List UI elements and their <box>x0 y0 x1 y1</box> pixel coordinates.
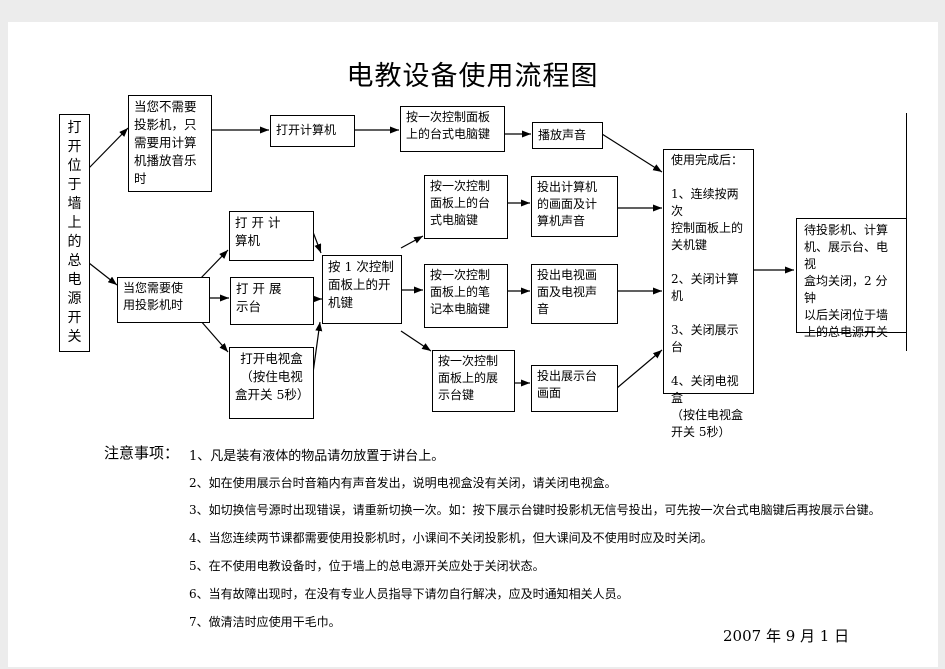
open-tvbox-box: 打开电视盒 （按住电视 盒开关 5秒） <box>229 347 314 419</box>
start-power-switch-box: 打 开 位 于 墙 上 的 总 电 源 开 关 <box>59 114 90 352</box>
arrow-sound-to-after-use <box>601 133 663 173</box>
play-sound-box: 播放声音 <box>532 122 603 149</box>
arrow-need-to-computer <box>198 249 229 281</box>
arrow-start-to-need-projector <box>88 262 118 286</box>
note-item: 3、如切换信号源时出现错误，请重新切换一次。如：按下展示台键时投影机无信号投出，… <box>189 503 881 517</box>
note-item: 7、做清洁时应使用干毛巾。 <box>189 615 341 629</box>
note-item: 6、当有故障出现时，在没有专业人员指导下请勿自行解决，应及时通知相关人员。 <box>189 587 629 601</box>
note-item: 2、如在使用展示台时音箱内有声音发出，说明电视盒没有关闭，请关闭电视盒。 <box>189 476 617 490</box>
notes-label: 注意事项： <box>104 444 180 462</box>
document-date: 2007 年 9 月 1 日 <box>723 627 850 645</box>
arrow-output-booth-to-after <box>616 349 663 389</box>
arrow-power-to-desktop <box>400 235 424 249</box>
output-tv-box: 投出电视画 面及电视声 音 <box>531 264 618 324</box>
need-projector-box: 当您需要使 用投影机时 <box>117 277 210 323</box>
press-desktop-top-box: 按一次控制面板 上的台式电脑键 <box>400 106 505 152</box>
press-power-box: 按 1 次控制 面板上的开 机键 <box>322 255 402 324</box>
arrow-start-to-no-projector <box>88 127 129 169</box>
after-use-box: 使用完成后： 1、连续按两次 控制面板上的 关机键 2、关闭计算机 3、关闭展示… <box>663 149 754 439</box>
note-item: 5、在不使用电教设备时，位于墙上的总电源开关应处于关闭状态。 <box>189 559 545 573</box>
open-computer-box: 打 开 计 算机 <box>229 211 314 261</box>
output-computer-box: 投出计算机 的画面及计 算机声音 <box>531 176 618 237</box>
no-projector-box: 当您不需要 投影机，只 需要用计算 机播放音乐 时 <box>128 95 212 192</box>
arrow-power-to-booth-key <box>400 330 432 352</box>
page-edge-line <box>906 113 907 351</box>
page-title: 电教设备使用流程图 <box>346 61 599 92</box>
open-booth-box: 打 开 展 示台 <box>230 277 314 325</box>
note-item: 4、当您连续两节课都需要使用投影机时，小课间不关闭投影机，但大课间及不使用时应及… <box>189 531 713 545</box>
arrow-computer-to-power <box>312 231 322 254</box>
arrow-tvbox-to-power <box>312 321 323 374</box>
arrow-need-to-tvbox <box>199 319 229 353</box>
press-desktop-box: 按一次控制 面板上的台 式电脑键 <box>424 175 508 239</box>
note-item: 1、凡是装有液体的物品请勿放置于讲台上。 <box>189 449 445 464</box>
press-laptop-box: 按一次控制 面板上的笔 记本电脑键 <box>424 264 508 328</box>
press-booth-key-box: 按一次控制 面板上的展 示台键 <box>432 350 515 412</box>
output-booth-box: 投出展示台 画面 <box>531 365 618 412</box>
final-shutdown-box: 待投影机、计算 机、展示台、电视 盒均关闭，2 分钟 以后关闭位于墙 上的总电源… <box>796 218 907 339</box>
open-computer-top-box: 打开计算机 <box>270 115 355 147</box>
